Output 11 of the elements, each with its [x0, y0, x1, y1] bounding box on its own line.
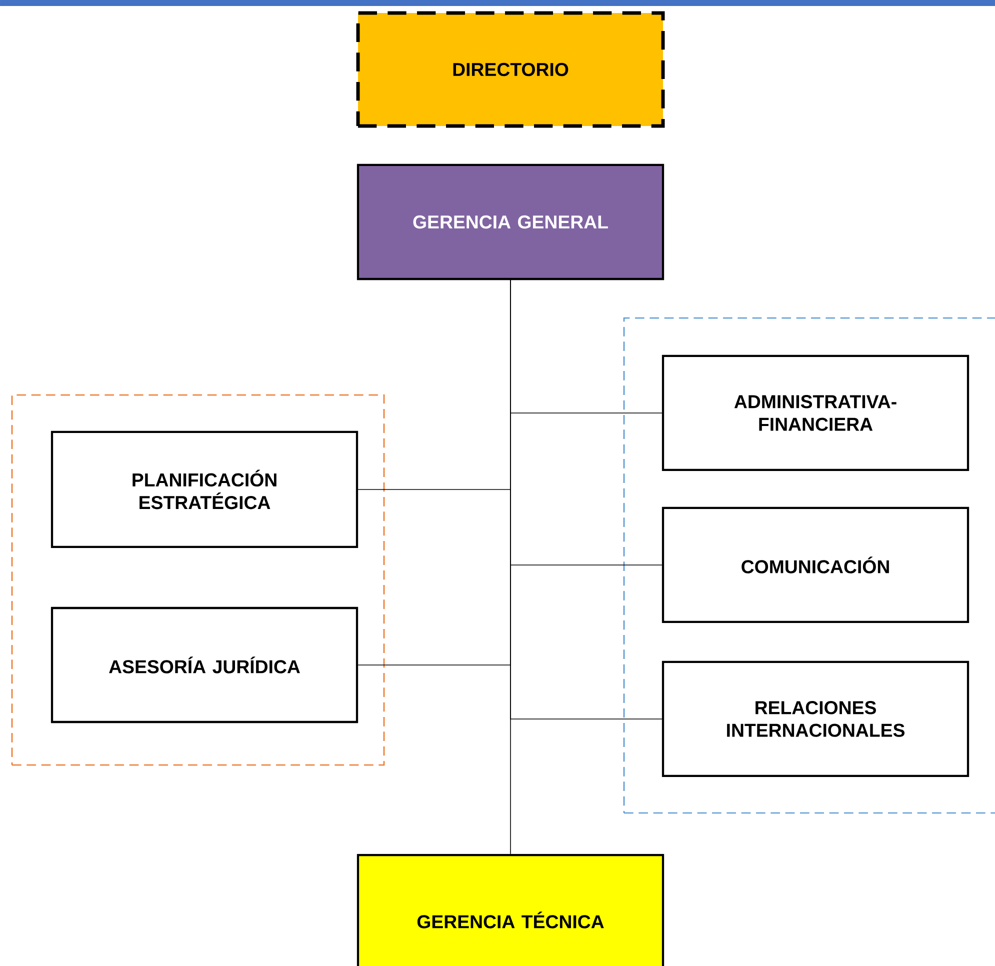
department-box: PLANIFICACIÓN ESTRATÉGICA: [50, 430, 358, 548]
board-box: DIRECTORIO: [356, 11, 665, 128]
group-frame: [623, 317, 995, 814]
management-box: GERENCIA GENERAL: [356, 164, 664, 280]
department-box: RELACIONES INTERNACIONALES: [662, 660, 970, 778]
group-frame: [11, 394, 385, 766]
management-box: GERENCIA TÉCNICA: [356, 854, 664, 966]
department-box: ASESORÍA JURÍDICA: [50, 606, 358, 724]
connector-line: [510, 280, 511, 854]
department-box: COMUNICACIÓN: [662, 506, 970, 624]
department-box: ADMINISTRATIVA- FINANCIERA: [662, 354, 970, 472]
